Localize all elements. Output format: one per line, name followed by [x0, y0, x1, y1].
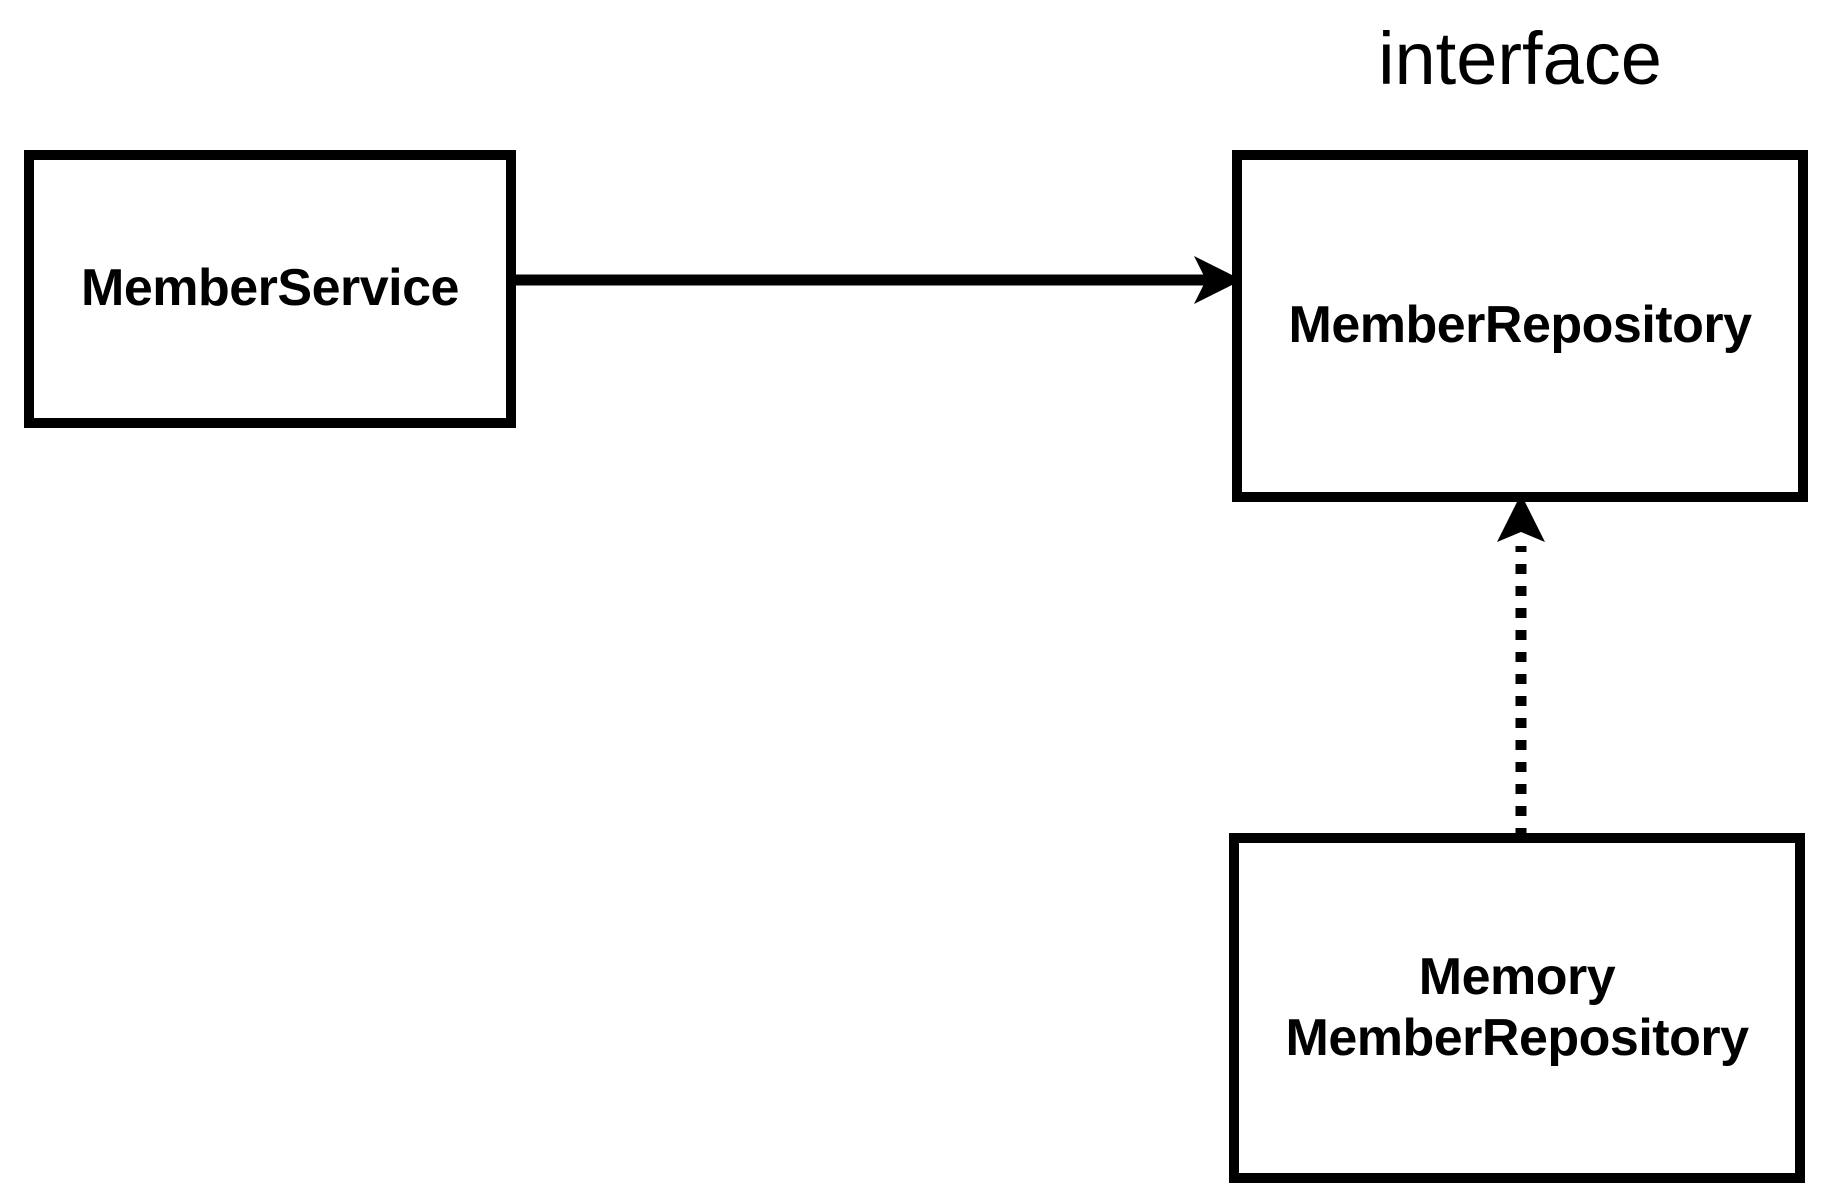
uml-node-label-memory-member-repository: Memory MemberRepository	[1285, 947, 1750, 1067]
uml-node-memory-member-repository[interactable]: Memory MemberRepository	[1229, 833, 1805, 1183]
uml-node-label-member-repository: MemberRepository	[1288, 296, 1753, 355]
interface-stereotype-label: interface	[1378, 17, 1662, 100]
uml-node-label-member-service: MemberService	[81, 259, 459, 318]
edge-memory-to-repository	[1497, 494, 1545, 838]
uml-node-member-repository[interactable]: MemberRepository	[1232, 150, 1808, 502]
arrowhead-icon-memory-to-repository	[1497, 494, 1545, 542]
edge-service-to-repository	[516, 256, 1242, 304]
uml-node-member-service[interactable]: MemberService	[24, 150, 516, 428]
arrowhead-icon-service-to-repository	[1194, 256, 1242, 304]
